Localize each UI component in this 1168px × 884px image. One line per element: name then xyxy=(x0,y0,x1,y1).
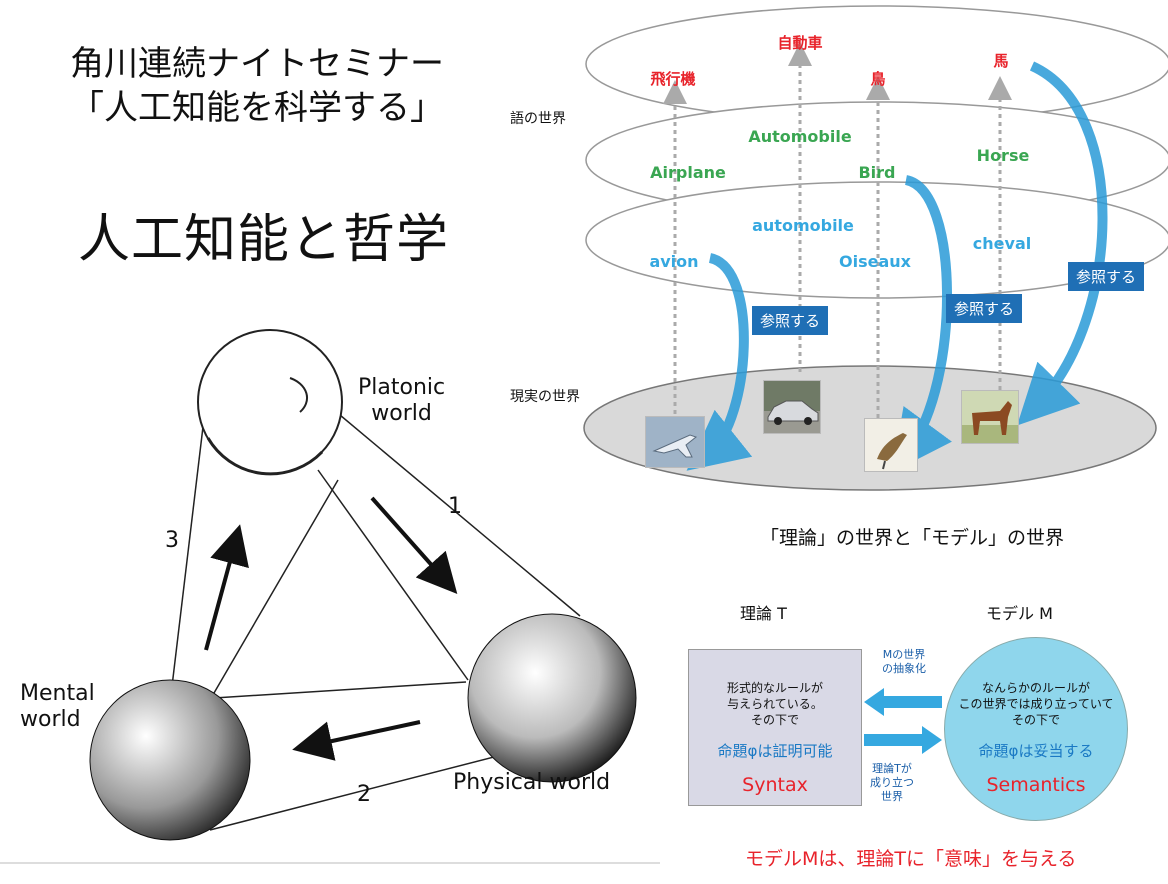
arrow-1-label: 1 xyxy=(448,494,462,519)
model-circle: なんらかのルールが この世界では成り立っていて その下で 命題φは妥当する Se… xyxy=(944,637,1128,821)
footer-divider xyxy=(0,862,660,864)
word-airplane-fr: avion xyxy=(649,252,699,271)
holds-note-line2: 成り立つ xyxy=(870,776,914,789)
model-line2: この世界では成り立っていて xyxy=(958,697,1114,711)
theory-box: 形式的なルールが 与えられている。 その下で 命題φは証明可能 Syntax xyxy=(688,649,862,806)
model-line1: なんらかのルールが xyxy=(981,681,1090,695)
physical-world-label: Physical world xyxy=(453,770,611,795)
holds-note-line1: 理論Tが xyxy=(872,762,912,775)
theory-heading: 理論 T xyxy=(740,604,787,623)
word-horse-ja: 馬 xyxy=(993,52,1009,70)
holds-arrow xyxy=(864,726,942,754)
syntax-label: Syntax xyxy=(742,774,808,796)
bird-photo xyxy=(864,418,918,472)
word-airplane-en: Airplane xyxy=(650,163,726,182)
seminar-title-line2: 「人工知能を科学する」 xyxy=(70,88,444,128)
platonic-sphere xyxy=(197,329,343,476)
platonic-label-line1: Platonic xyxy=(358,375,446,400)
word-airplane-ja: 飛行機 xyxy=(650,70,696,88)
abstraction-arrow xyxy=(864,688,942,716)
platonic-label-line2: world xyxy=(371,401,432,426)
theory-line3: その下で xyxy=(750,713,799,727)
arrow-3 xyxy=(204,524,249,651)
word-bird-fr: Oiseaux xyxy=(839,252,911,271)
mental-world-label: Mental world xyxy=(20,681,95,733)
car-photo xyxy=(763,380,821,434)
seminar-title-line1: 角川連続ナイトセミナー xyxy=(70,44,444,84)
theory-proposition: 命題φは証明可能 xyxy=(717,742,833,760)
horse-photo xyxy=(961,390,1019,444)
mental-label-line2: world xyxy=(20,707,81,732)
theory-line2: 与えられている。 xyxy=(727,697,823,711)
seminar-title: 角川連続ナイトセミナー 「人工知能を科学する」 xyxy=(70,42,444,130)
abstraction-note-line1: Mの世界 xyxy=(882,648,926,661)
physical-sphere xyxy=(467,613,637,783)
abstraction-note-line2: の抽象化 xyxy=(882,662,926,675)
arrow-2 xyxy=(292,720,421,761)
arrow-2-label: 2 xyxy=(357,782,371,807)
theory-line1: 形式的なルールが xyxy=(726,681,823,695)
semantics-label: Semantics xyxy=(986,774,1086,796)
word-car-fr: automobile xyxy=(752,216,854,235)
mental-sphere xyxy=(89,679,251,841)
word-car-en: Automobile xyxy=(748,127,852,146)
real-world-label: 現実の世界 xyxy=(510,389,580,405)
word-horse-en: Horse xyxy=(976,146,1030,165)
theory-model-arrows xyxy=(864,688,942,754)
theory-model-caption: 「理論」の世界と「モデル」の世界 xyxy=(760,527,1065,549)
word-car-ja: 自動車 xyxy=(777,34,823,52)
holds-note: 理論Tが 成り立つ 世界 xyxy=(870,762,914,804)
model-line3: その下で xyxy=(1011,713,1060,727)
refer-callout-airplane: 参照する xyxy=(752,306,829,335)
airplane-photo xyxy=(645,416,705,468)
word-world-label: 語の世界 xyxy=(510,111,566,127)
model-heading: モデル M xyxy=(986,604,1053,623)
three-worlds-diagram xyxy=(89,329,637,841)
model-gives-meaning-note: モデルMは、理論Tに「意味」を与える xyxy=(745,848,1077,870)
arrow-1 xyxy=(370,496,458,594)
page-title: 人工知能と哲学 xyxy=(78,210,450,270)
platonic-world-label: Platonic world xyxy=(358,375,445,427)
model-proposition: 命題φは妥当する xyxy=(978,742,1094,760)
refer-callout-horse: 参照する xyxy=(1068,262,1145,291)
holds-note-line3: 世界 xyxy=(881,790,903,803)
arrow-3-label: 3 xyxy=(165,528,179,553)
word-bird-en: Bird xyxy=(858,163,896,182)
mental-label-line1: Mental xyxy=(20,681,95,706)
refer-callout-bird: 参照する xyxy=(946,294,1023,323)
word-bird-ja: 鳥 xyxy=(870,70,886,88)
word-horse-fr: cheval xyxy=(972,234,1032,253)
abstraction-note: Mの世界 の抽象化 xyxy=(870,648,938,676)
